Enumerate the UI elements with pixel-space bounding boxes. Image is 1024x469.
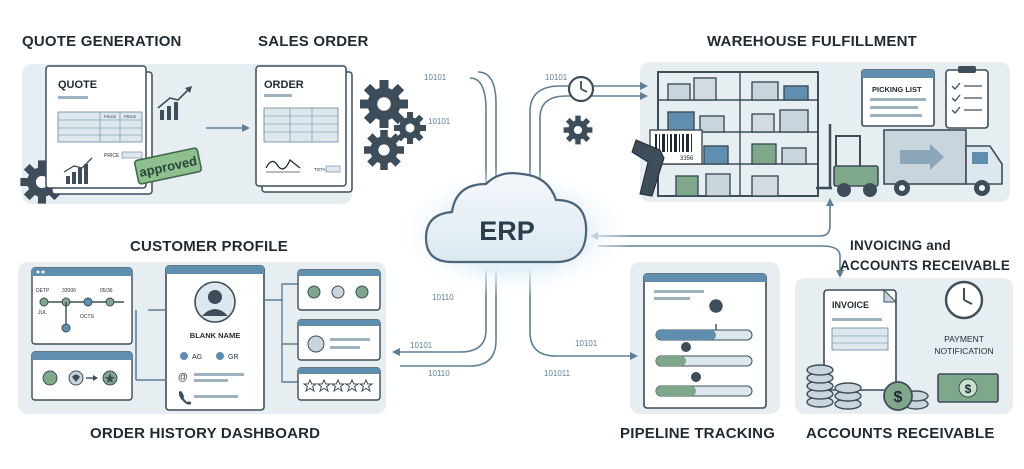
binary-2: 10101 (428, 117, 451, 126)
profile-tag-1: AG (192, 354, 202, 361)
svg-text:$: $ (894, 389, 903, 406)
quote-title: QUOTE (58, 79, 97, 91)
binary-6: 101011 (544, 369, 571, 378)
barcode-scanner-icon: 3356 (631, 129, 703, 197)
label-order-history-dashboard: ORDER HISTORY DASHBOARD (90, 425, 321, 442)
erp-cloud (424, 172, 588, 264)
clock-icon (567, 75, 595, 103)
payment-notification: PAYMENT NOTIFICATION (934, 334, 993, 356)
payment-line-2: NOTIFICATION (934, 346, 993, 356)
invoice-title: INVOICE (832, 300, 869, 310)
forklift-icon (816, 124, 879, 197)
payment-clock-icon (944, 280, 984, 320)
contact-card-1 (297, 269, 381, 311)
timeline-card: DETP 33006 05/36 JUL OCTS (31, 267, 133, 345)
label-customer-profile: CUSTOMER PROFILE (130, 238, 288, 255)
quote-document: QUOTE PRICE PRICE PRICE (45, 65, 153, 195)
label-quote-generation: QUOTE GENERATION (22, 33, 182, 50)
binary-3: 10101 (545, 73, 568, 82)
binary-5: 10101 (575, 339, 598, 348)
order-history-card (31, 351, 133, 401)
connection-lines (135, 71, 841, 380)
phone-icon (178, 391, 191, 405)
gear-icon (563, 115, 593, 145)
binary-7: 10110 (428, 369, 450, 378)
label-invoicing-1: INVOICING and (850, 238, 951, 253)
checklist-clipboard-icon (945, 66, 989, 129)
contact-card-2 (297, 319, 381, 361)
coin-stack-icon (806, 364, 929, 410)
star-rating-icon (302, 378, 374, 393)
quote-price: PRICE (104, 153, 120, 159)
timeline-label-2: 33006 (62, 288, 76, 294)
binary-1: 10101 (424, 73, 447, 82)
label-warehouse-fulfillment: WAREHOUSE FULFILLMENT (707, 33, 918, 50)
quote-col-2: PRICE (124, 114, 137, 119)
dollar-coin-icon: $ (883, 381, 913, 411)
approved-stamp-icon: approved (133, 147, 203, 185)
quote-col-1: PRICE (104, 114, 117, 119)
order-total: TOTAL (314, 167, 329, 172)
label-invoicing-2: ACCOUNTS RECEIVABLE (840, 258, 1011, 273)
invoice-document: INVOICE (823, 288, 898, 391)
label-accounts-receivable: ACCOUNTS RECEIVABLE (806, 425, 995, 442)
erp-label: ERP (479, 216, 535, 246)
order-title: ORDER (264, 79, 304, 91)
customer-profile-card: BLANK NAME AG GR @ (165, 265, 265, 411)
binary-4: 10101 (410, 341, 433, 350)
pipeline-window (643, 273, 767, 409)
label-sales-order: SALES ORDER (258, 33, 369, 50)
timeline-label-4: JUL (38, 310, 47, 316)
timeline-label-5: OCTS (80, 314, 95, 320)
binary-streams: 10101 10101 10101 10101 10101 101011 101… (410, 73, 598, 378)
profile-name: BLANK NAME (190, 331, 240, 340)
trend-chart-icon (157, 86, 192, 120)
timeline-label-3: 05/36 (100, 288, 113, 294)
profile-connectors (136, 283, 298, 383)
quote-bar-chart-icon (63, 157, 93, 184)
payment-line-1: PAYMENT (944, 334, 984, 344)
picking-list-monitor: PICKING LIST (861, 69, 935, 127)
barcode-number: 3356 (680, 156, 694, 162)
warehouse-shelving (657, 71, 819, 197)
delivery-truck-icon (883, 129, 1003, 196)
picking-list-title: PICKING LIST (872, 85, 922, 94)
label-pipeline-tracking: PIPELINE TRACKING (620, 425, 776, 442)
banknote-icon: $ (937, 373, 999, 403)
gear-icon (364, 130, 404, 170)
svg-text:$: $ (965, 382, 972, 396)
rating-card (297, 367, 381, 401)
order-document: ORDER TOTAL (255, 65, 353, 193)
timeline-label-1: DETP (36, 288, 50, 294)
email-icon: @ (178, 372, 188, 383)
profile-tag-2: GR (228, 354, 239, 361)
binary-8: 10110 (432, 293, 454, 302)
